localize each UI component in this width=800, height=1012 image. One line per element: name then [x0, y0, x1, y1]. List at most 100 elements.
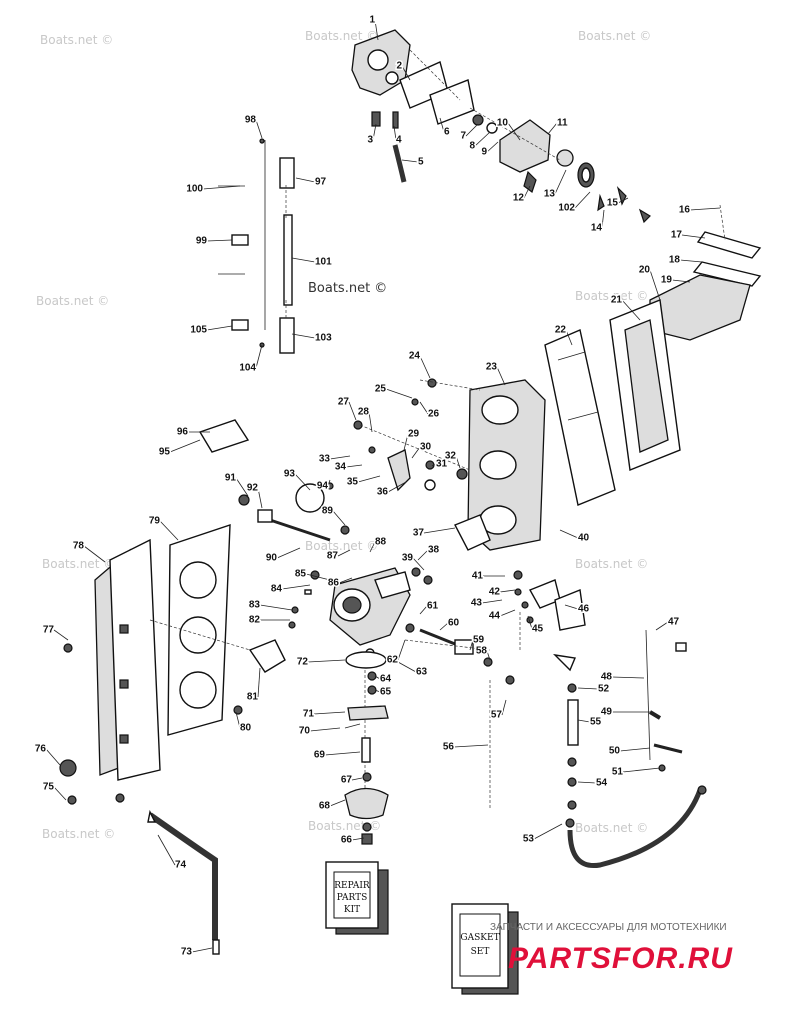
part-callout-42: 42 — [489, 587, 501, 598]
part-callout-2: 2 — [396, 61, 402, 72]
leader-line — [455, 455, 461, 469]
watermark: Boats.net © — [578, 29, 651, 43]
leader-line — [393, 125, 397, 141]
part-callout-11: 11 — [557, 118, 568, 129]
leader-line — [374, 19, 379, 41]
part-callout-62: 62 — [387, 655, 399, 666]
part-callout-48: 48 — [601, 672, 613, 683]
part-callout-8: 8 — [469, 141, 475, 152]
part-callout-58: 58 — [476, 646, 488, 657]
part-callout-64: 64 — [380, 674, 392, 685]
leader-line — [547, 122, 558, 135]
part-callout-56: 56 — [443, 742, 455, 753]
part-callout-19: 19 — [661, 275, 673, 286]
leader-line — [474, 131, 491, 147]
leader-line — [332, 510, 346, 526]
leader-line — [439, 622, 449, 631]
fuel-line-assembly — [115, 570, 707, 955]
part-callout-40: 40 — [578, 533, 590, 544]
leader-line — [53, 629, 69, 641]
part-callout-84: 84 — [271, 584, 283, 595]
leader-line — [309, 727, 341, 732]
part-callout-15: 15 — [607, 198, 619, 209]
fuel-pump-assembly — [351, 29, 651, 224]
leader-line — [357, 475, 381, 483]
part-callout-21: 21 — [611, 295, 623, 306]
leader-line — [611, 676, 645, 679]
part-callout-90: 90 — [266, 553, 278, 564]
leader-line — [401, 65, 411, 81]
leader-line — [257, 667, 261, 698]
part-callout-18: 18 — [669, 255, 681, 266]
part-callout-82: 82 — [249, 615, 261, 626]
leader-line — [372, 123, 377, 141]
part-callout-52: 52 — [598, 684, 610, 695]
leader-line — [499, 609, 516, 617]
part-callout-101: 101 — [315, 257, 332, 268]
part-callout-104: 104 — [239, 363, 256, 374]
part-callout-78: 78 — [73, 541, 85, 552]
leader-line — [401, 159, 419, 163]
air-silencer-cover — [59, 524, 251, 805]
part-callout-70: 70 — [299, 726, 311, 737]
leader-line — [679, 259, 703, 263]
part-callout-38: 38 — [428, 545, 440, 556]
part-callout-14: 14 — [591, 223, 603, 234]
leader-line — [423, 527, 456, 534]
watermark-layer: Boats.net ©Boats.net ©Boats.net ©Boats.n… — [36, 29, 651, 841]
leader-line — [655, 621, 669, 631]
watermark: Boats.net © — [305, 539, 378, 553]
part-callout-61: 61 — [427, 601, 439, 612]
part-callout-45: 45 — [532, 624, 544, 635]
part-callout-79: 79 — [149, 516, 161, 527]
part-callout-74: 74 — [175, 860, 187, 871]
leader-line — [305, 573, 331, 581]
leader-line — [259, 604, 293, 611]
part-callout-88: 88 — [375, 537, 387, 548]
leader-line — [374, 689, 381, 693]
watermark: Boats.net © — [575, 557, 648, 571]
part-callout-85: 85 — [295, 569, 307, 580]
leader-line — [276, 547, 301, 559]
leader-line — [619, 747, 651, 752]
part-callout-43: 43 — [471, 598, 483, 609]
part-callout-98: 98 — [245, 115, 257, 126]
reed-valve-assembly — [544, 204, 762, 506]
part-callout-77: 77 — [43, 625, 55, 636]
part-callout-81: 81 — [247, 692, 259, 703]
leader-line — [681, 234, 706, 239]
leader-line — [403, 433, 409, 451]
part-callout-35: 35 — [347, 477, 359, 488]
leader-line — [533, 823, 563, 840]
part-callout-34: 34 — [335, 462, 347, 473]
part-callout-102: 102 — [558, 203, 575, 214]
leader-line — [419, 355, 431, 379]
part-callout-93: 93 — [284, 469, 296, 480]
leader-line — [397, 661, 417, 673]
leader-line — [257, 487, 263, 509]
part-callout-105: 105 — [190, 325, 207, 336]
part-callout-87: 87 — [327, 551, 339, 562]
leader-line — [419, 605, 428, 615]
leader-line — [486, 650, 491, 661]
part-callout-55: 55 — [590, 717, 602, 728]
leader-line — [202, 185, 241, 190]
leader-line — [387, 481, 407, 493]
leader-line — [235, 477, 249, 497]
leader-line — [689, 207, 721, 211]
leader-line — [385, 388, 413, 399]
leader-line — [469, 639, 474, 651]
leader-line — [368, 411, 373, 433]
leader-line — [577, 719, 591, 723]
part-callout-57: 57 — [491, 710, 503, 721]
leader-line — [345, 464, 363, 468]
part-callout-5: 5 — [418, 157, 424, 168]
part-callout-10: 10 — [497, 118, 509, 129]
leader-line — [348, 401, 357, 421]
leader-line — [235, 711, 241, 729]
leader-line — [501, 699, 507, 716]
